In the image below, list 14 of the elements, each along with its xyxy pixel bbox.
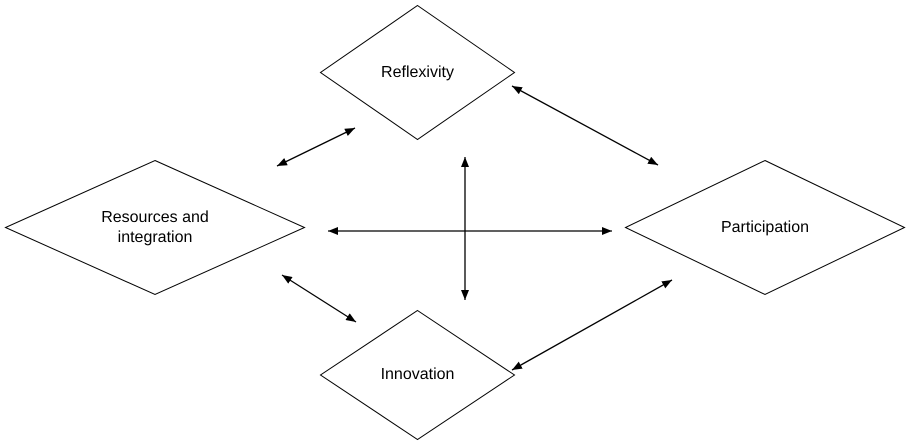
node-label: Participation bbox=[720, 218, 810, 238]
decision-diamond bbox=[5, 160, 305, 295]
double-arrow bbox=[512, 279, 672, 371]
node-label: Innovation bbox=[380, 365, 456, 385]
double-arrow bbox=[276, 127, 356, 167]
decision-diamond bbox=[320, 5, 515, 140]
decision-diamond bbox=[320, 310, 515, 440]
double-arrow bbox=[461, 157, 469, 300]
decision-diamond bbox=[625, 160, 905, 295]
double-arrow bbox=[328, 227, 612, 235]
double-arrow bbox=[282, 274, 356, 323]
node-label: Reflexivity bbox=[380, 62, 455, 82]
node-label: Resources and integration bbox=[100, 208, 210, 248]
double-arrow bbox=[512, 85, 658, 166]
